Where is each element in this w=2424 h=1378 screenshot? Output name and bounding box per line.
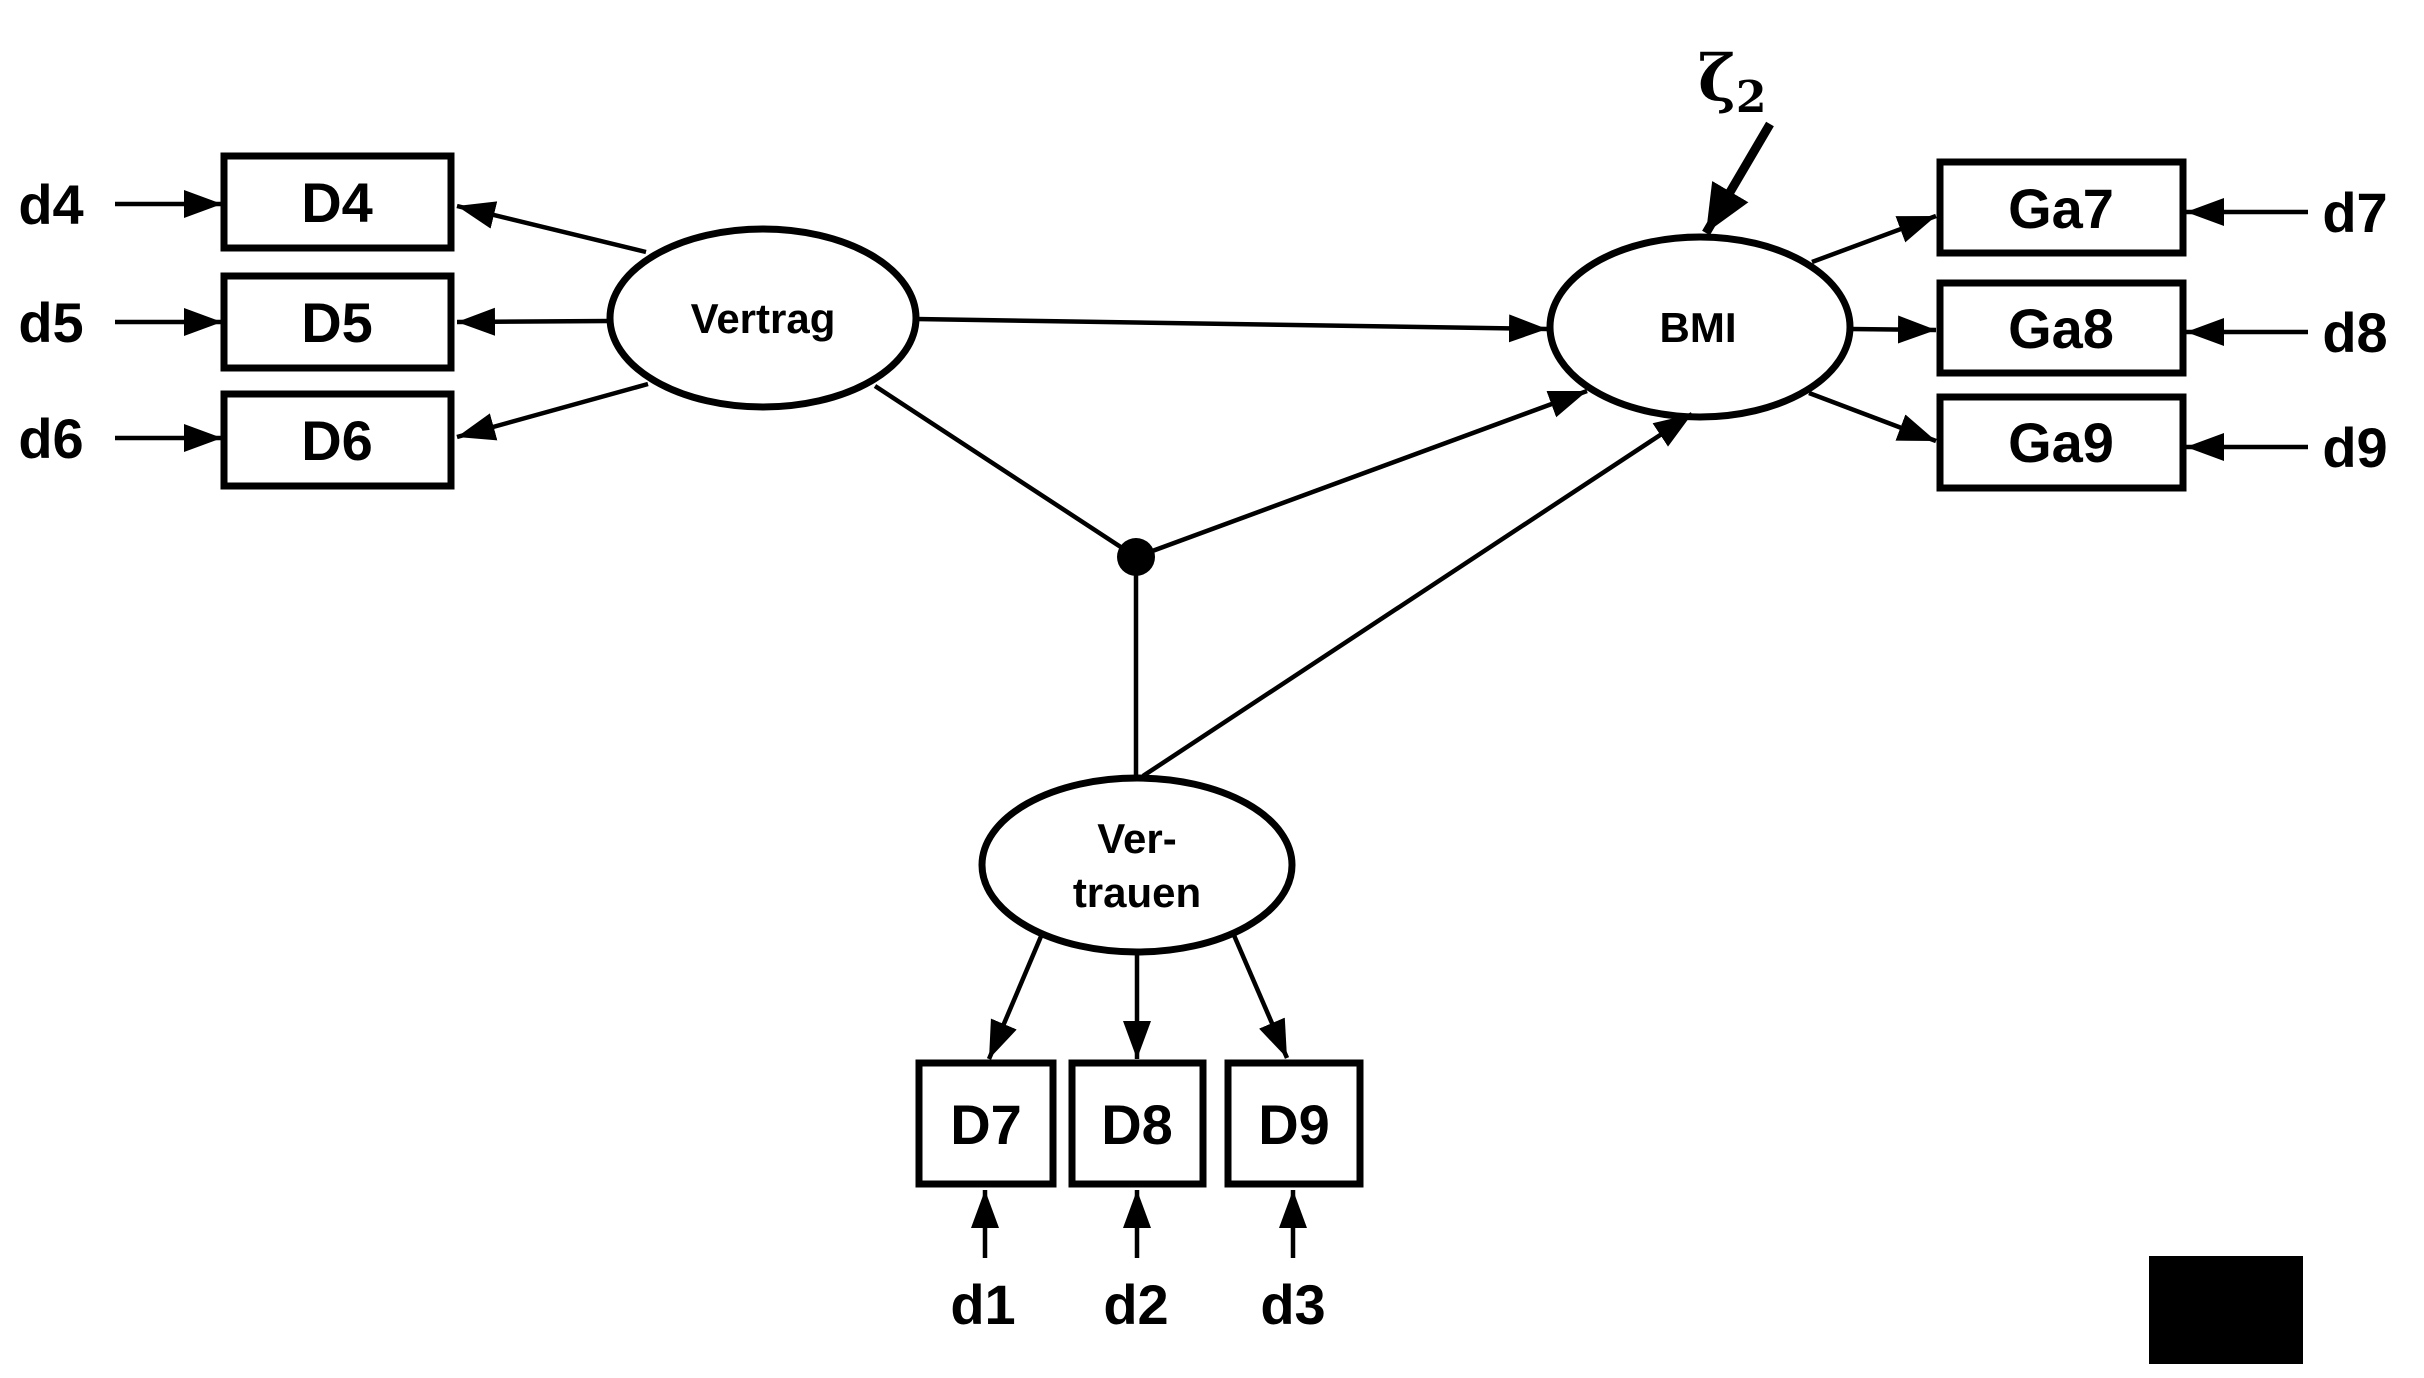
- indicator-label-d4: D4: [301, 171, 373, 234]
- error-label-d4: d4: [18, 173, 83, 236]
- path-interaction-to-bmi: [1135, 388, 1588, 560]
- path-vertrag-to-interaction: [873, 384, 1138, 559]
- error-label-d9: d9: [2322, 416, 2387, 479]
- indicator-box-ga7: [1936, 158, 2187, 257]
- latent-ellipse-vertrauen: [978, 774, 1296, 956]
- error-label-d2: d2: [1103, 1273, 1168, 1336]
- path-zeta2-to-bmi: [1702, 121, 1774, 236]
- loading-vertrag-d5: [456, 307, 611, 336]
- indicator-box-d5: [220, 272, 455, 372]
- interaction-dot: [1117, 538, 1155, 576]
- indicator-label-d5: D5: [301, 291, 373, 354]
- latent-label-vertrauen-line2: trauen: [1073, 869, 1201, 916]
- error-label-d3: d3: [1260, 1273, 1325, 1336]
- error-label-d5: d5: [18, 291, 83, 354]
- indicator-label-ga9: Ga9: [2008, 411, 2114, 474]
- error-label-d6: d6: [18, 407, 83, 470]
- indicator-label-ga7: Ga7: [2008, 177, 2114, 240]
- indicator-label-d6: D6: [301, 409, 373, 472]
- loading-vertrauen-d9: [1230, 932, 1290, 1059]
- error-label-d1: d1: [950, 1273, 1015, 1336]
- loading-vertrauen-d7: [986, 933, 1045, 1060]
- indicator-box-d4: [220, 152, 455, 252]
- loading-vertrag-d6: [456, 381, 649, 441]
- indicator-box-d8: [1068, 1059, 1207, 1188]
- error-label-d8: d8: [2322, 301, 2387, 364]
- path-vertrauen-to-bmi: [1141, 412, 1694, 778]
- error-label-d7: d7: [2322, 181, 2387, 244]
- disturbance-label-zeta2: ζ2: [1698, 41, 1767, 123]
- latent-ellipse-bmi: [1546, 233, 1854, 421]
- zeta-subscript: 2: [1736, 72, 1767, 123]
- latent-ellipse-vertrag: [606, 225, 920, 411]
- black-corner-rectangle: [2149, 1256, 2303, 1364]
- indicator-label-ga8: Ga8: [2008, 297, 2114, 360]
- path-vertrag-to-bmi: [915, 314, 1548, 343]
- zeta-symbol: ζ: [1698, 41, 1736, 116]
- latent-label-bmi: BMI: [1660, 304, 1737, 351]
- loading-vertrag-d4: [456, 201, 647, 255]
- loading-bmi-ga9: [1808, 390, 1937, 444]
- loading-bmi-ga8: [1849, 315, 1937, 344]
- indicator-box-d9: [1224, 1059, 1364, 1188]
- indicator-box-ga8: [1936, 279, 2187, 377]
- indicator-label-d9: D9: [1258, 1093, 1330, 1156]
- indicator-box-d6: [220, 390, 455, 490]
- loading-bmi-ga7: [1811, 213, 1937, 265]
- indicator-label-d7: D7: [950, 1093, 1022, 1156]
- latent-label-vertrauen-line1: Ver-: [1097, 815, 1176, 862]
- latent-label-vertrag: Vertrag: [691, 295, 836, 342]
- indicator-box-d7: [915, 1059, 1057, 1188]
- indicator-box-ga9: [1936, 393, 2187, 492]
- indicator-label-d8: D8: [1101, 1093, 1173, 1156]
